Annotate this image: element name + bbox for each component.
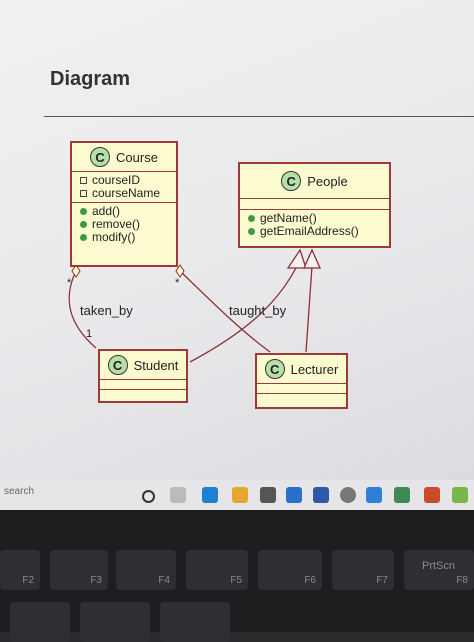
edge-label-taken-by: taken_by: [80, 303, 133, 318]
file-explorer-icon[interactable]: [232, 487, 248, 503]
student-attributes: [100, 380, 186, 390]
class-badge-icon: C: [90, 147, 111, 167]
task-view-icon[interactable]: [170, 487, 186, 503]
key: [160, 602, 230, 642]
class-badge-icon: C: [264, 359, 285, 379]
class-lecturer[interactable]: C Lecturer: [255, 353, 348, 409]
public-method-icon: [80, 234, 87, 241]
public-method-icon: [80, 208, 87, 215]
key-f7: F7: [332, 550, 394, 590]
store-icon[interactable]: [260, 487, 276, 503]
edge-taught-by: [179, 270, 271, 353]
app-icon[interactable]: [394, 487, 410, 503]
key-f2: F2: [0, 550, 40, 590]
attribute-row: courseName: [80, 187, 168, 200]
cortana-icon[interactable]: [142, 490, 155, 503]
mult-course-taken: *: [67, 277, 72, 289]
edge-taught-by-diamond: [175, 264, 185, 278]
taskbar: search: [0, 480, 474, 510]
diagram-edges: [68, 248, 322, 363]
taskbar-search[interactable]: search: [4, 486, 35, 497]
class-people-name: People: [307, 173, 348, 189]
key-f4: F4: [116, 550, 176, 590]
public-method-icon: [248, 215, 255, 222]
title-divider: [44, 116, 474, 117]
edge-taken-by: [68, 270, 97, 349]
public-method-icon: [248, 228, 255, 235]
screen: Diagram C Course courseID courseName add…: [0, 0, 474, 480]
class-course-header: C Course: [72, 143, 176, 172]
class-student-header: C Student: [100, 351, 186, 380]
lecturer-methods: [257, 394, 346, 403]
private-field-icon: [80, 190, 87, 197]
class-lecturer-header: C Lecturer: [257, 355, 346, 384]
mult-course-taught: *: [175, 277, 180, 289]
edge-label-taught-by: taught_by: [229, 303, 287, 318]
word-icon[interactable]: [313, 487, 329, 503]
key: [80, 602, 150, 642]
class-student[interactable]: C Student: [98, 349, 188, 403]
key-f6: F6: [258, 550, 322, 590]
edge-lecturer-inherits: [305, 265, 313, 353]
class-course[interactable]: C Course courseID courseName add() remov…: [70, 141, 178, 267]
student-inherit-arrow: [286, 248, 307, 269]
class-course-name: Course: [116, 149, 158, 165]
key-f3: F3: [50, 550, 108, 590]
mult-student: 1: [86, 328, 93, 340]
key-f5: F5: [186, 550, 248, 590]
key: [10, 602, 70, 642]
course-attributes: courseID courseName: [72, 172, 176, 203]
class-badge-icon: C: [281, 171, 302, 191]
key-prtscn: PrtScn F8: [404, 550, 474, 590]
class-lecturer-name: Lecturer: [290, 361, 339, 377]
method-row: modify(): [80, 231, 168, 244]
keyboard: F2 F3 F4 F5 F6 F7 PrtScn F8: [0, 510, 474, 642]
lecturer-inherit-arrow: [302, 248, 322, 269]
edge-student-inherits: [189, 263, 299, 363]
method-row: remove(): [80, 218, 168, 231]
method-row: add(): [80, 205, 168, 218]
app-icon[interactable]: [452, 487, 468, 503]
lecturer-attributes: [257, 384, 346, 394]
class-people[interactable]: C People getName() getEmailAddress(): [238, 162, 391, 248]
class-people-header: C People: [240, 164, 389, 199]
app-icon[interactable]: [424, 487, 440, 503]
edge-taken-by-diamond: [71, 264, 81, 278]
method-row: getEmailAddress(): [248, 225, 381, 238]
mail-icon[interactable]: [286, 487, 302, 503]
ie-icon[interactable]: [366, 487, 382, 503]
class-badge-icon: C: [107, 355, 128, 375]
public-method-icon: [80, 221, 87, 228]
method-row: getName(): [248, 212, 381, 225]
attribute-row: courseID: [80, 174, 168, 187]
student-methods: [100, 390, 186, 399]
class-student-name: Student: [133, 357, 179, 373]
people-methods: getName() getEmailAddress(): [240, 210, 389, 240]
course-methods: add() remove() modify(): [72, 203, 176, 246]
people-attributes: [240, 199, 389, 210]
edge-browser-icon[interactable]: [202, 487, 218, 503]
settings-icon[interactable]: [340, 487, 356, 503]
page-title: Diagram: [50, 68, 131, 90]
private-field-icon: [80, 177, 87, 184]
